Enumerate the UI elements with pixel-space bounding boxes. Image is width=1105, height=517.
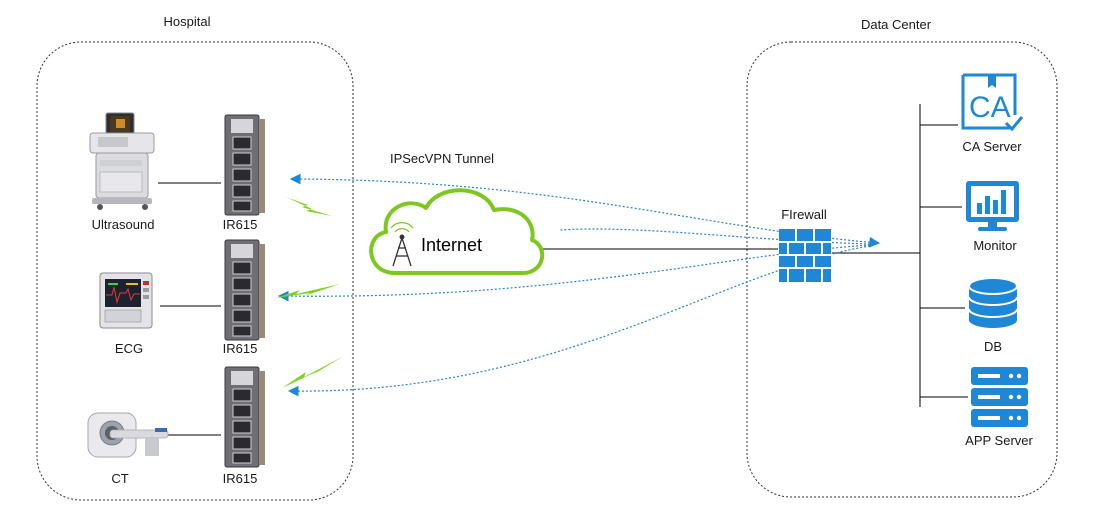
ultrasound-machine-icon	[89, 112, 155, 210]
db-label: DB	[983, 339, 1003, 354]
firewall-label: FIrewall	[781, 207, 827, 222]
ca-server-label: CA Server	[962, 139, 1022, 154]
wireless-signal-icon	[282, 356, 344, 388]
ct-scanner-icon	[87, 412, 169, 458]
wireless-signal-icon	[286, 197, 332, 216]
ecg-monitor-icon	[99, 272, 153, 329]
hospital-zone	[36, 41, 354, 501]
router-label-2: IR615	[222, 341, 258, 356]
data-center-title: Data Center	[860, 17, 932, 32]
internet-label: Internet	[421, 235, 483, 255]
router-ir615-1	[224, 114, 265, 216]
server-rack-icon	[971, 367, 1028, 427]
monitor-label: Monitor	[973, 238, 1017, 253]
wireless-signal-icon	[276, 284, 340, 298]
ca-certificate-icon: CA	[961, 73, 1024, 132]
router-label-3: IR615	[222, 471, 258, 486]
antenna-tower-icon	[390, 222, 414, 267]
ct-label: CT	[111, 471, 129, 486]
ultrasound-label: Ultrasound	[91, 217, 155, 232]
app-server-label: APP Server	[965, 433, 1033, 448]
database-icon	[968, 277, 1018, 328]
monitor-chart-icon	[966, 181, 1019, 231]
ecg-label: ECG	[114, 341, 144, 356]
firewall-icon	[779, 229, 831, 282]
router-ir615-3	[224, 366, 265, 468]
vpn-tunnel-label: IPSecVPN Tunnel	[389, 151, 495, 166]
ca-badge-text: CA	[969, 91, 1011, 124]
router-label-1: IR615	[222, 217, 258, 232]
data-center-zone	[746, 41, 1058, 498]
internet-cloud	[369, 188, 545, 275]
router-ir615-2	[224, 239, 265, 341]
hospital-title: Hospital	[163, 14, 211, 29]
